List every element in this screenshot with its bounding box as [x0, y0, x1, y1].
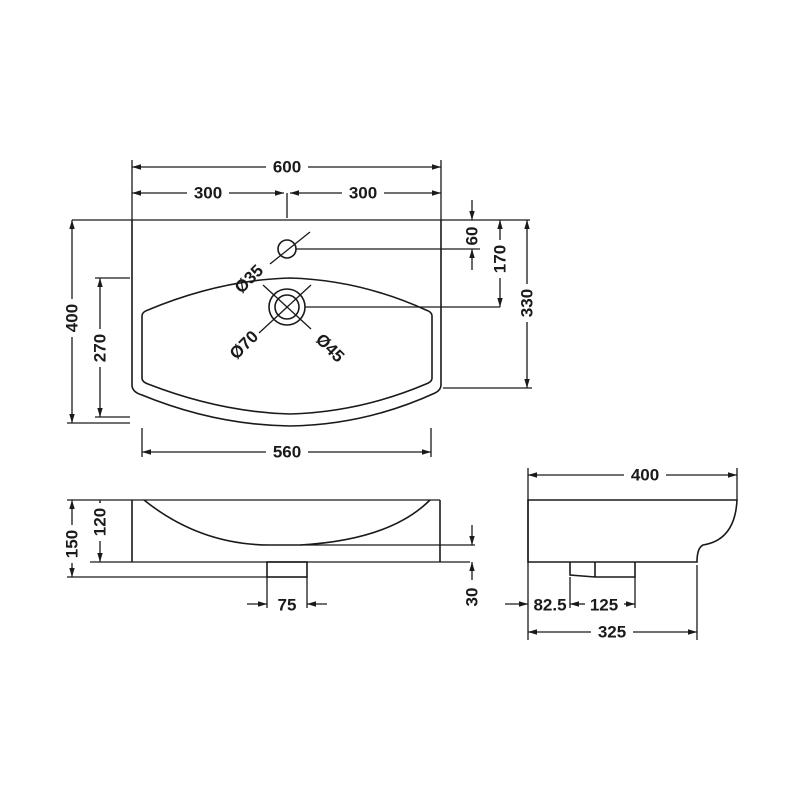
side-waste — [569, 562, 636, 578]
basin-outline — [131, 220, 442, 427]
dim-side-waste-offset: 82.5 — [533, 596, 566, 615]
plan-view: 600 300 300 Ø35 Ø70 Ø45 60 170 330 — [62, 157, 537, 462]
dim-tap-hole-offset: 60 — [463, 227, 482, 246]
dim-waste-offset: 170 — [491, 245, 510, 273]
waste-inner — [274, 294, 300, 320]
side-outline — [527, 499, 738, 563]
dim-basin-depth: 270 — [91, 334, 110, 362]
basin-bowl — [141, 277, 433, 415]
dim-half-width-right: 300 — [349, 184, 377, 203]
dim-side-depth: 400 — [631, 466, 659, 485]
dim-front-edge-depth: 330 — [518, 289, 537, 317]
dim-waste-inner-diameter: Ø45 — [312, 330, 348, 366]
front-view: 150 120 30 75 — [62, 499, 482, 615]
dim-side-base-depth: 325 — [598, 623, 626, 642]
dim-waste-outer-diameter: Ø70 — [226, 327, 262, 363]
dim-overall-height: 150 — [63, 530, 82, 558]
dim-tap-hole-diameter: Ø35 — [231, 261, 267, 297]
dim-waste-width: 75 — [278, 596, 297, 615]
front-outline — [131, 500, 441, 562]
dim-basin-width: 560 — [273, 443, 301, 462]
side-view: 400 82.5 125 325 — [505, 465, 738, 642]
front-bowl — [143, 499, 431, 546]
dim-overall-depth: 400 — [63, 304, 82, 332]
dim-side-waste-width: 125 — [590, 596, 618, 615]
dim-overall-width: 600 — [273, 158, 301, 177]
front-waste — [266, 561, 308, 578]
dim-waste-height: 30 — [463, 588, 482, 607]
dim-basin-height: 120 — [91, 508, 110, 536]
dim-half-width-left: 300 — [194, 184, 222, 203]
